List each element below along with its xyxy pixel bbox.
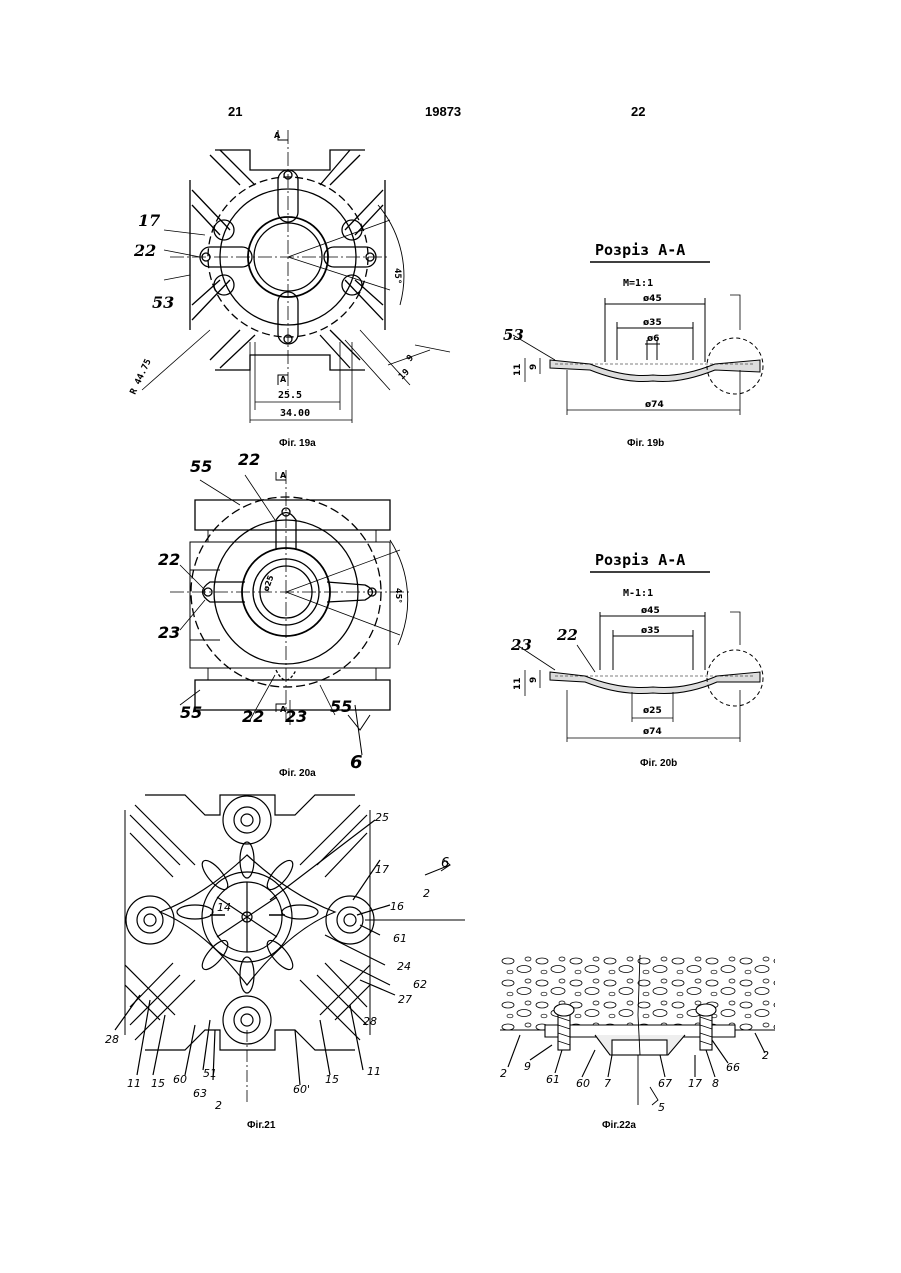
dim-d45: ø45: [643, 294, 662, 304]
fig20a-section-top: A: [280, 471, 287, 480]
fig19b-label-53: 53: [503, 326, 524, 344]
fig20b-drawing: Розріз А-А M-1:1 23 22 ø45 ø35 ø25 ø74 1…: [495, 550, 780, 750]
dim-h9: 9: [529, 364, 539, 370]
fig20a-label-55-top: 55: [190, 457, 212, 476]
fig20a-drawing: 55 22 22 23 55 22 23 55 6 A A ø25 45°: [150, 450, 420, 770]
fig20a-label-23-left: 23: [158, 623, 180, 642]
fig20b-dim-h11: 11: [513, 677, 523, 690]
fig21-label-16: 16: [390, 900, 404, 913]
fig22a-label-5: 5: [658, 1101, 665, 1114]
dim-19: 19: [397, 367, 412, 382]
fig20a-label-55-right: 55: [330, 697, 352, 716]
dim-d74: ø74: [645, 400, 664, 410]
fig21-label-15-left: 15: [151, 1077, 165, 1090]
fig22a-label-67: 67: [658, 1077, 672, 1090]
fig21-label-15-right: 15: [325, 1073, 339, 1086]
fig20a-dim-center: ø25: [261, 574, 275, 593]
fig21-label-28-right: 28: [363, 1015, 377, 1028]
fig22a-label-61: 61: [546, 1073, 560, 1086]
fig19a-drawing: 17 22 53 A A 45° R 44.75 25.5 34.00 9 19: [130, 130, 450, 430]
dim-h11: 11: [513, 363, 523, 376]
fig21-label-6: 6: [441, 856, 449, 871]
fig21-label-25: 25: [375, 811, 389, 824]
fig20b-dim-d45: ø45: [641, 606, 660, 616]
dim-9: 9: [405, 353, 416, 364]
section-mark-top: A: [274, 131, 281, 140]
fig20b-label-23: 23: [510, 636, 532, 654]
fig21-label-14: 14: [217, 901, 231, 914]
left-page-number: 21: [228, 104, 242, 119]
dim-radius: R 44.75: [129, 358, 154, 397]
fig20a-label-55-left: 55: [180, 703, 202, 722]
fig21-caption: Фіг.21: [247, 1120, 275, 1131]
fig20a-dim-angle: 45°: [394, 588, 403, 603]
fig19b-drawing: Розріз А-А M=1:1 53 ø45 ø35 ø6 ø74 11 9: [495, 240, 780, 430]
fig21-label-63: 63: [193, 1087, 207, 1100]
fig21-label-60-prime: 60': [293, 1083, 310, 1096]
label-17: 17: [138, 211, 160, 230]
fig22a-label-66: 66: [726, 1061, 740, 1074]
fig20b-title: Розріз А-А: [595, 551, 685, 569]
fig20a-section-bottom: A: [280, 705, 287, 714]
fig22a-caption: Фіг.22а: [602, 1120, 636, 1131]
fig20a-label-22-left: 22: [158, 550, 180, 569]
fig21-label-62: 62: [413, 978, 427, 991]
dim-d6: ø6: [647, 334, 659, 344]
fig20b-dim-d74: ø74: [643, 727, 662, 737]
fig20b-scale: M-1:1: [623, 588, 653, 599]
fig20a-label-6: 6: [350, 752, 363, 773]
fig21-label-51: 51: [203, 1067, 217, 1080]
fig21-label-28-left: 28: [105, 1033, 119, 1046]
dim-inner-width: 25.5: [278, 390, 302, 401]
fig22a-label-60: 60: [576, 1077, 590, 1090]
fig21-label-11-right: 11: [367, 1065, 381, 1078]
label-53: 53: [152, 293, 174, 312]
fig20b-caption: Фіг. 20b: [640, 758, 677, 769]
dim-angle: 45°: [392, 268, 402, 284]
fig22a-label-17: 17: [688, 1077, 702, 1090]
fig20b-dim-d25: ø25: [643, 706, 662, 716]
fig20a-label-23-bottom: 23: [285, 707, 307, 726]
fig20b-dim-h9: 9: [529, 677, 539, 683]
fig20b-label-22: 22: [556, 626, 578, 644]
fig21-label-60: 60: [173, 1073, 187, 1086]
fig21-label-27: 27: [398, 993, 412, 1006]
fig21-drawing: 25 6 17 2 16 14 61 24 62 27 28 28 11 15 …: [105, 785, 470, 1115]
fig19b-title: Розріз А-А: [595, 241, 685, 259]
fig19b-caption: Фіг. 19b: [627, 438, 664, 449]
fig22a-label-8: 8: [712, 1077, 719, 1090]
dim-d35: ø35: [643, 318, 662, 328]
patent-number: 19873: [425, 104, 461, 119]
fig21-label-61: 61: [393, 932, 407, 945]
label-22: 22: [133, 241, 156, 260]
fig19b-scale: M=1:1: [623, 278, 653, 289]
right-page-number: 22: [631, 104, 645, 119]
fig20b-dim-d35: ø35: [641, 626, 660, 636]
fig19a-caption: Фіг. 19а: [279, 438, 316, 449]
fig21-label-24: 24: [397, 960, 411, 973]
dim-outer-width: 34.00: [280, 408, 310, 419]
section-mark-bottom: A: [280, 375, 287, 384]
fig22a-label-2-left: 2: [500, 1067, 507, 1080]
fig22a-label-2-right: 2: [762, 1049, 769, 1062]
fig22a-drawing: 2 9 61 60 7 67 17 8 66 2 5: [500, 955, 775, 1115]
fig21-label-2-bottom: 2: [215, 1099, 222, 1112]
fig21-label-17: 17: [375, 863, 389, 876]
fig20a-caption: Фіг. 20а: [279, 768, 316, 779]
fig20a-label-22-bottom: 22: [242, 707, 264, 726]
fig20a-label-22-top: 22: [238, 450, 260, 469]
fig22a-label-7: 7: [604, 1077, 611, 1090]
fig21-label-11-left: 11: [127, 1077, 141, 1090]
fig22a-label-9: 9: [524, 1060, 531, 1073]
fig21-label-2-right: 2: [423, 887, 430, 900]
